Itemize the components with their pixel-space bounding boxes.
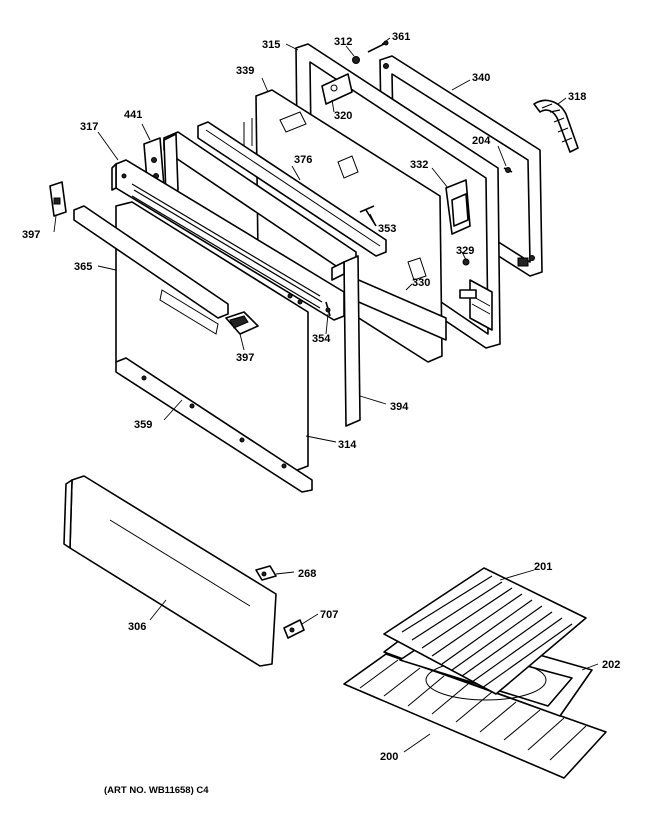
art-number-caption: (ART NO. WB11658) C4 — [104, 785, 209, 796]
label-707: 707 — [320, 609, 338, 621]
label-394: 394 — [390, 401, 409, 413]
label-202: 202 — [602, 659, 620, 671]
glide-268 — [255, 565, 277, 581]
liner-panel-376 — [197, 121, 387, 257]
rack-wires — [359, 659, 587, 761]
label-441: 441 — [124, 109, 142, 121]
handle-cap-397-left — [49, 181, 67, 217]
hinge-332 — [445, 179, 471, 235]
leader-lines — [53, 37, 599, 753]
label-268: 268 — [298, 568, 316, 580]
screw-204 — [503, 167, 513, 173]
label-376: 376 — [294, 154, 312, 166]
label-365: 365 — [74, 261, 92, 273]
label-340: 340 — [472, 72, 490, 84]
door-inner-frame — [163, 131, 357, 271]
oven-rack-200 — [343, 653, 607, 779]
label-361: 361 — [392, 31, 410, 43]
broiler-grid-201 — [383, 567, 587, 695]
label-306: 306 — [128, 621, 146, 633]
control-panel-317 — [111, 159, 345, 321]
hardware-329 — [459, 258, 477, 299]
label-332: 332 — [410, 159, 428, 171]
screw-354 — [325, 301, 331, 317]
door-bottom-trim-359 — [115, 357, 313, 493]
label-312: 312 — [334, 36, 352, 48]
label-314: 314 — [338, 439, 357, 451]
label-330: 330 — [412, 277, 430, 289]
label-204: 204 — [472, 135, 491, 147]
grid-slots — [401, 575, 573, 689]
label-353: 353 — [378, 223, 396, 235]
bracket-320 — [321, 73, 353, 105]
drawer-panel-306 — [63, 475, 277, 667]
label-397-right: 397 — [236, 352, 254, 364]
label-354: 354 — [312, 333, 331, 345]
label-315: 315 — [262, 39, 280, 51]
label-317: 317 — [80, 121, 98, 133]
label-329: 329 — [456, 245, 474, 257]
door-trim-365 — [73, 205, 229, 319]
label-318: 318 — [568, 91, 586, 103]
label-201: 201 — [534, 561, 552, 573]
handle-cap-397-right — [225, 311, 259, 335]
screw-361 — [367, 40, 389, 53]
label-339: 339 — [236, 65, 254, 77]
part-labels: 315 312 361 340 318 339 320 204 441 317 … — [22, 31, 620, 763]
screw-312 — [352, 56, 360, 64]
vent-slots — [131, 183, 323, 309]
label-200: 200 — [380, 751, 398, 763]
label-397-left: 397 — [22, 229, 40, 241]
door-handle-318 — [533, 99, 579, 153]
label-359: 359 — [134, 419, 152, 431]
label-320: 320 — [334, 110, 352, 122]
side-post-394 — [331, 255, 361, 427]
bracket-707 — [283, 619, 305, 639]
